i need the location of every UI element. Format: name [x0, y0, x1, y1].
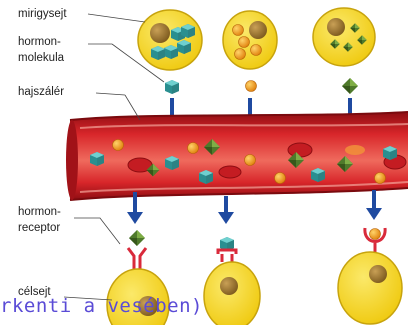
- gland-cell-3: [313, 8, 375, 66]
- target-cell-3: [338, 252, 402, 324]
- hormone-receptor-label-2: receptor: [18, 222, 60, 235]
- target-cell-2: [204, 262, 260, 325]
- sphere-hormone-icon: [246, 81, 257, 92]
- capillary-vessel: [66, 112, 408, 200]
- gland-cell-1: [138, 10, 202, 70]
- receptor-icon: [128, 230, 146, 270]
- receptor-2: [218, 237, 236, 262]
- diamond-hormone-icon: [342, 78, 358, 94]
- capillary-label: hajszálér: [18, 86, 64, 99]
- handwritten-note: rkenti a vesében): [0, 295, 203, 317]
- hormone-receptor-label-1: hormon-: [18, 206, 61, 219]
- hormone-molecule-label-1: hormon-: [18, 36, 61, 49]
- cube-hormone-icon: [165, 80, 179, 94]
- hormone-molecule-label-2: molekula: [18, 52, 64, 65]
- gland-cell-2: [223, 11, 277, 69]
- gland-cell-label: mirigysejt: [18, 8, 67, 21]
